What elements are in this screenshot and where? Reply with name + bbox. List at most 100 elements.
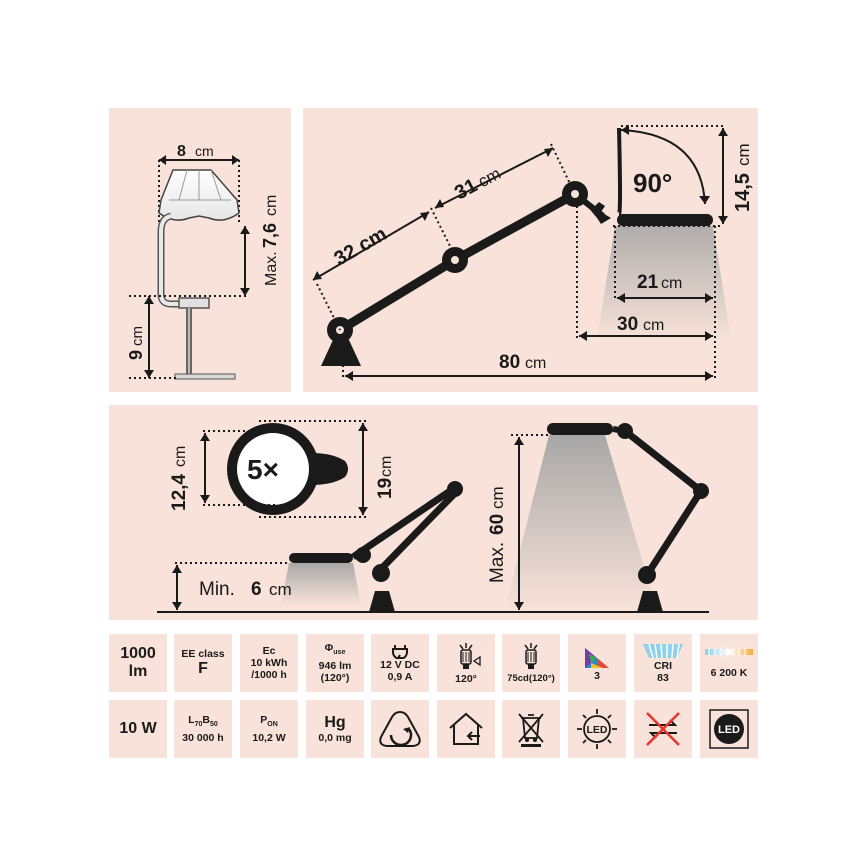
spec-weee xyxy=(502,700,560,758)
spec-on-power-p: P xyxy=(260,714,268,727)
spec-wattage: 10 W xyxy=(109,700,167,758)
spec-on-power-sub: ON xyxy=(267,721,278,729)
spec-color-rendering-value: 3 xyxy=(594,670,600,682)
arm-reach-diagram: 90° 14,5 cm 32 cm 31 cm 21 xyxy=(312,125,754,381)
spec-energy-value: 10 kWh xyxy=(250,657,288,669)
led-light-icon: LED xyxy=(577,709,617,749)
spec-lumen-value: 1000 xyxy=(120,645,156,662)
min-height-prefix: Min. xyxy=(199,579,235,600)
lens-inner-value: 12,4 xyxy=(169,474,190,511)
indoor-house-icon xyxy=(449,712,483,745)
arm-lower-length: 32 cm xyxy=(331,223,391,270)
spec-cri: CRI 83 xyxy=(634,634,692,692)
spec-ee-class-value: F xyxy=(198,660,208,677)
light-cone xyxy=(597,226,731,340)
led-light-label: LED xyxy=(587,724,608,736)
spec-no-replace xyxy=(634,700,692,758)
total-reach-unit: cm xyxy=(525,355,546,372)
shade-height-prefix: Max. xyxy=(263,251,280,286)
panel-lens-height: 5× 12,4 cm 19 cm Min. 6 cm xyxy=(109,405,758,620)
light-inner-unit: cm xyxy=(661,275,682,292)
lens-inner-unit: cm xyxy=(172,446,189,467)
shade-width-value: 8 xyxy=(177,143,186,160)
spec-wattage-value: 10 W xyxy=(119,720,157,737)
spec-lifetime-value: 30 000 h xyxy=(182,731,224,744)
spec-intensity-value: 75cd(120°) xyxy=(507,673,555,684)
spec-flux-sub: use xyxy=(333,649,346,657)
weee-bin-icon xyxy=(518,713,544,747)
lens-outer-value: 19 xyxy=(375,478,396,499)
spec-flux: Φuse 946 lm (120°) xyxy=(306,634,364,692)
spec-color-temp-value: 6 200 K xyxy=(710,667,748,679)
color-temp-icon xyxy=(705,647,753,657)
spec-lumen-unit: lm xyxy=(128,663,148,680)
bulb-angle-icon xyxy=(459,643,481,669)
cri-icon xyxy=(643,643,683,659)
spec-energy: Ec 10 kWh /1000 h xyxy=(240,634,298,692)
plug-icon xyxy=(392,645,408,659)
shade-height-unit: cm xyxy=(263,195,280,216)
min-height-value: 6 xyxy=(251,579,262,600)
max-height-prefix: Max. xyxy=(487,542,508,583)
spec-energy-unit: /1000 h xyxy=(251,669,287,681)
spec-indoor xyxy=(437,700,495,758)
spec-on-power: PON 10,2 W xyxy=(240,700,298,758)
spec-voltage: 12 V DC xyxy=(380,659,420,671)
no-replace-icon xyxy=(646,712,680,746)
min-height-unit: cm xyxy=(269,580,292,599)
head-height-value: 14,5 xyxy=(732,173,754,212)
spec-dimmer xyxy=(371,700,429,758)
spec-lifetime-b: B xyxy=(202,714,210,727)
spec-lifetime: L70B50 30 000 h xyxy=(174,700,232,758)
spec-flux-value: 946 lm xyxy=(318,659,352,672)
spec-flux-angle: (120°) xyxy=(320,671,350,684)
spec-current: 0,9 A xyxy=(387,671,413,683)
spectrum-icon xyxy=(585,648,609,668)
arm-upper-unit: cm xyxy=(475,164,504,191)
shade-height-value: 7,6 xyxy=(260,223,280,248)
spec-color-rendering: 3 xyxy=(568,634,626,692)
lamp-head xyxy=(617,214,713,226)
spec-beam-angle: 120° xyxy=(437,634,495,692)
spec-led-integrated: LED xyxy=(700,700,758,758)
spec-cri-value: 83 xyxy=(657,672,669,684)
magnification: 5× xyxy=(247,454,279,485)
spec-on-power-value: 10,2 W xyxy=(252,731,286,744)
panel-shade-clamp: 8 cm Max. 7,6 cm 9 cm xyxy=(109,108,291,392)
shade-width-unit: cm xyxy=(195,143,214,159)
max-height-unit: cm xyxy=(488,486,507,509)
max-height-value: 60 xyxy=(487,514,508,535)
spec-cri-label: CRI xyxy=(653,660,673,672)
spec-lifetime-l: L xyxy=(188,714,195,727)
spec-flux-symbol: Φ xyxy=(324,642,334,655)
spec-beam-angle-value: 120° xyxy=(455,673,477,685)
led-integrated-label: LED xyxy=(718,724,740,736)
spec-intensity: 75cd(120°) xyxy=(502,634,560,692)
panel-arm-reach: 90° 14,5 cm 32 cm 31 cm 21 xyxy=(303,108,758,392)
head-tilt: 90° xyxy=(633,168,672,198)
light-outer-unit: cm xyxy=(643,317,664,334)
bulb-intensity-icon xyxy=(524,643,538,669)
spec-lumen: 1000 lm xyxy=(109,634,167,692)
head-height-unit: cm xyxy=(734,143,753,166)
clamp-height-value: 9 xyxy=(126,350,146,360)
dimmer-icon xyxy=(379,710,421,747)
spec-energy-label: Ec xyxy=(262,645,276,657)
spec-mercury-value: 0,0 mg xyxy=(318,732,352,744)
spec-mercury-label: Hg xyxy=(324,714,346,731)
clamp-height-unit: cm xyxy=(129,326,146,346)
spec-ee-class-label: EE class xyxy=(181,648,225,660)
light-outer-value: 30 xyxy=(617,314,638,335)
led-integrated-icon: LED xyxy=(709,709,749,749)
total-reach-value: 80 xyxy=(499,352,520,373)
spec-lifetime-l-sub: 70 xyxy=(194,721,203,729)
spec-led-light: LED xyxy=(568,700,626,758)
spec-lifetime-b-sub: 50 xyxy=(210,721,218,729)
light-inner-value: 21 xyxy=(637,272,659,293)
lens-outer-unit: cm xyxy=(378,456,395,477)
spec-mercury: Hg 0,0 mg xyxy=(306,700,364,758)
shade-clamp-diagram: 8 cm Max. 7,6 cm 9 cm xyxy=(126,143,280,380)
spec-ee-class: EE class F xyxy=(174,634,232,692)
spec-power-supply: 12 V DC 0,9 A xyxy=(371,634,429,692)
spec-color-temp: 6 200 K xyxy=(700,634,758,692)
